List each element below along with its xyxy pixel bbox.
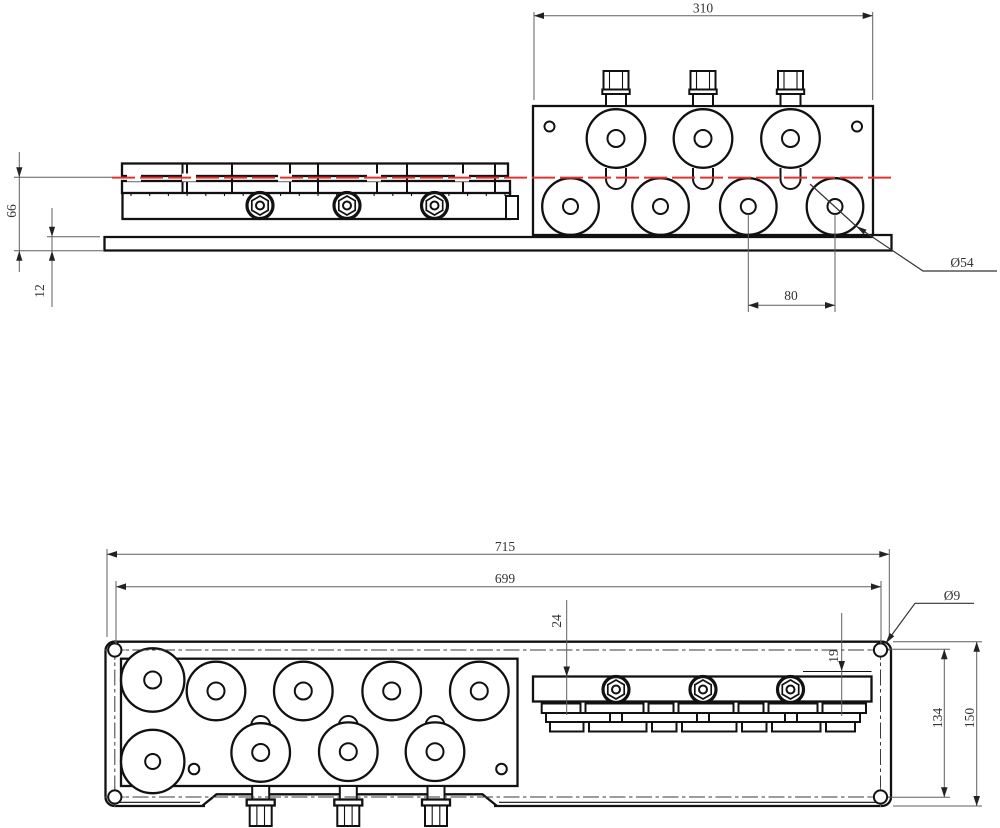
adjusting-bolt [775,70,806,107]
adjusting-bolt [601,70,631,107]
hex-screw [332,190,362,221]
dim-guide-offset: 19 [803,613,872,716]
hex-screw [775,674,806,705]
lower-roller [541,177,600,236]
dim-roller-diameter-label: Ø54 [950,255,973,270]
plan-view [103,639,893,828]
hex-screw [419,190,450,221]
front-roller-row [119,721,466,795]
dim-hole-span-y: 134 [888,648,950,798]
hex-screw [601,674,631,705]
block-corner-hole [543,120,556,133]
dim-plate-length-label: 715 [495,539,516,554]
guide-body-step [505,195,519,220]
dim-guide-offset-label: 19 [826,649,841,663]
dim-corner-hole-label: Ø9 [944,588,961,603]
dim-base-thickness-label: 12 [32,284,47,298]
dim-hole-span-x: 699 [115,571,882,645]
dim-base-thickness: 12 [32,208,100,307]
dim-roller-spacing-label: 80 [784,288,798,303]
dim-rail-offset: 24 [549,600,570,715]
dim-plate-length: 715 [106,539,890,638]
dowel-hole [495,762,508,776]
hex-screw [245,190,275,221]
guide-assembly-plan [531,674,873,733]
dim-hole-span-y-label: 134 [930,708,945,729]
dim-corner-hole: Ø9 [885,588,974,644]
dowel-hole [187,762,201,776]
upper-roller [760,108,821,169]
dim-roller-diameter: Ø54 [809,183,997,272]
guide-body [121,190,512,221]
dim-rail-offset-label: 24 [549,614,564,628]
adjusting-bolt [688,70,718,107]
comb-row-1 [540,702,867,714]
dim-wire-height-label: 66 [4,204,19,218]
roller-block-plan [119,647,519,795]
dim-wire-height: 66 [4,152,112,272]
back-roller-row [119,647,510,722]
comb-row-2 [545,712,861,723]
dim-block-width-label: 310 [693,1,714,16]
guide-plate-row-bottom [120,179,512,195]
dim-block-width: 310 [533,1,874,100]
side-view-dimensions: 310 66 12 80 [4,1,997,312]
guide-plate-row-top [120,162,510,178]
guide-assembly-side [120,162,519,221]
side-view [103,70,895,252]
upper-roller [585,108,647,169]
base-plate [103,233,893,252]
upper-roller [672,108,734,169]
hex-screw [688,674,718,705]
dim-roller-spacing: 80 [747,214,836,312]
dim-plate-width-label: 150 [962,708,977,729]
comb-row-3 [549,721,856,733]
roller-block-side [531,70,875,237]
plan-centerlines [106,643,890,805]
dim-plate-width: 150 [893,641,982,807]
block-corner-hole [851,120,863,133]
lower-roller [631,177,690,236]
dim-hole-span-x-label: 699 [495,571,516,586]
plan-view-dimensions: 715 699 Ø9 24 19 [106,539,982,807]
